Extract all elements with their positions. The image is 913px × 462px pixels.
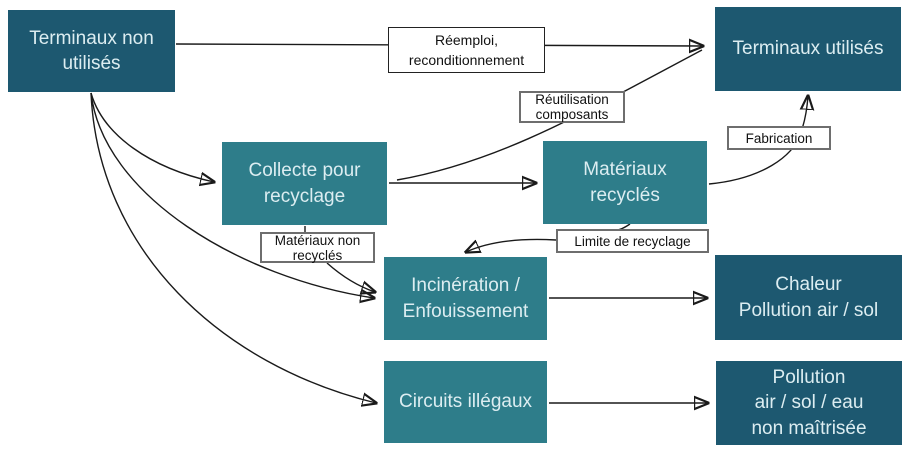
edge-nonutilises-circuits bbox=[90, 92, 376, 403]
node-materiaux-recycles: Matériaux recyclés bbox=[543, 141, 707, 224]
node-circuits-illegaux: Circuits illégaux bbox=[384, 361, 547, 443]
node-label: Pollution bbox=[772, 367, 846, 389]
edge-label-text: Réemploi, bbox=[434, 32, 499, 48]
edge-label-materiaux-non-recycles: Matériaux non recyclés bbox=[260, 232, 375, 263]
edge-label-reemploi: Réemploi, reconditionnement bbox=[388, 27, 545, 73]
edge-materiauxnonrecycles-incineration bbox=[326, 262, 375, 292]
edge-limite-incineration bbox=[466, 238, 557, 252]
node-label: Chaleur bbox=[775, 274, 842, 296]
edge-label-text: reconditionnement bbox=[408, 52, 525, 68]
edge-label-text: Matériaux non bbox=[274, 232, 361, 248]
node-label: Circuits illégaux bbox=[398, 391, 533, 413]
edge-collecte-utilises-via-reutilisation bbox=[396, 49, 703, 181]
node-label: Collecte pour bbox=[248, 160, 361, 182]
node-label: recyclés bbox=[590, 184, 660, 206]
node-label: Incinération / bbox=[411, 275, 520, 297]
node-label: Pollution air / sol bbox=[738, 299, 879, 321]
node-label: Terminaux non bbox=[29, 27, 154, 49]
edge-label-text: recyclés bbox=[292, 247, 343, 263]
node-terminaux-non-utilises: Terminaux non utilisés bbox=[8, 10, 175, 92]
node-label: utilisés bbox=[62, 53, 121, 74]
node-terminaux-utilises: Terminaux utilisés bbox=[715, 7, 901, 91]
edge-nonutilises-incineration bbox=[90, 92, 374, 298]
edge-label-limite-recyclage: Limite de recyclage bbox=[556, 229, 709, 253]
node-label: Terminaux utilisés bbox=[732, 38, 884, 60]
node-chaleur-pollution: Chaleur Pollution air / sol bbox=[715, 255, 902, 340]
edge-label-text: Limite de recyclage bbox=[574, 233, 691, 249]
node-label: Enfouissement bbox=[402, 300, 529, 322]
node-label: air / sol / eau bbox=[754, 392, 864, 414]
node-label: recyclage bbox=[263, 185, 346, 207]
edge-label-text: composants bbox=[535, 107, 609, 122]
node-incineration-enfouissement: Incinération / Enfouissement bbox=[384, 257, 547, 340]
edge-label-text: Fabrication bbox=[745, 130, 813, 146]
node-collecte-pour-recyclage: Collecte pour recyclage bbox=[222, 142, 387, 225]
edge-nonutilises-collecte bbox=[90, 92, 214, 182]
edge-label-text: Réutilisation bbox=[535, 92, 609, 107]
edge-label-reutilisation: Réutilisation composants bbox=[519, 91, 625, 123]
node-label: Matériaux bbox=[583, 159, 667, 181]
edge-label-fabrication: Fabrication bbox=[727, 126, 831, 150]
node-pollution-non-maitrisee: Pollution air / sol / eau non maîtrisée bbox=[716, 361, 902, 445]
node-label: non maîtrisée bbox=[751, 417, 867, 439]
